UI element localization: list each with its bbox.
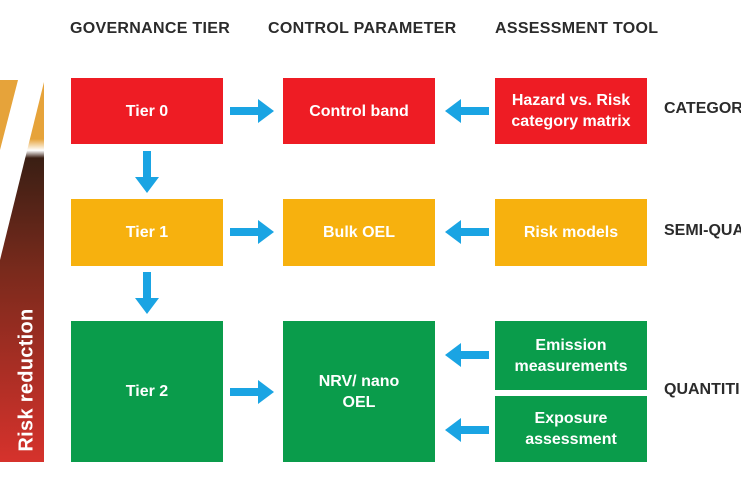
category-side-label: CATEGOR [664, 100, 741, 117]
risk-models-box: Risk models [495, 199, 647, 266]
arrow-tier0-to-control-band [230, 99, 274, 123]
hazard-risk-matrix-label: Hazard vs. Risk category matrix [511, 92, 631, 130]
arrow-risk-models-to-bulk-oel [445, 220, 489, 244]
control-band-box: Control band [283, 78, 435, 144]
tier-1-box: Tier 1 [71, 199, 223, 266]
hazard-risk-matrix-box: Hazard vs. Risk category matrix [495, 78, 647, 144]
arrow-emission-to-nrv [445, 343, 489, 367]
semi-quantitative-side-label: SEMI-QUA [664, 222, 741, 239]
exposure-assessment-label: Exposure assessment [525, 410, 617, 448]
emission-measurements-label: Emission measurements [514, 336, 628, 375]
risk-reduction-label: Risk reduction [15, 308, 38, 452]
arrow-exposure-to-nrv [445, 418, 489, 442]
arrow-tier0-to-tier1 [135, 151, 159, 193]
assessment-tool-header: ASSESSMENT TOOL [495, 20, 659, 37]
governance-tier-header: GOVERNANCE TIER [70, 20, 231, 37]
tier-2-box: Tier 2 [71, 321, 223, 462]
control-parameter-header: CONTROL PARAMETER [268, 20, 457, 37]
tier-0-box: Tier 0 [71, 78, 223, 144]
arrow-tier1-to-bulk-oel [230, 220, 274, 244]
exposure-assessment-box: Exposure assessment [495, 396, 647, 462]
risk-reduction-wedge [0, 80, 44, 462]
nrv-nano-oel-label: NRV/ nano OEL [318, 372, 400, 411]
emission-measurements-box: Emission measurements [495, 321, 647, 390]
arrow-tier2-to-nrv [230, 380, 274, 404]
bulk-oel-box: Bulk OEL [283, 199, 435, 266]
arrow-tier1-to-tier2 [135, 272, 159, 314]
quantitative-side-label: QUANTITI [664, 381, 740, 398]
nrv-nano-oel-box: NRV/ nano OEL [283, 321, 435, 462]
arrow-matrix-to-control-band [445, 99, 489, 123]
